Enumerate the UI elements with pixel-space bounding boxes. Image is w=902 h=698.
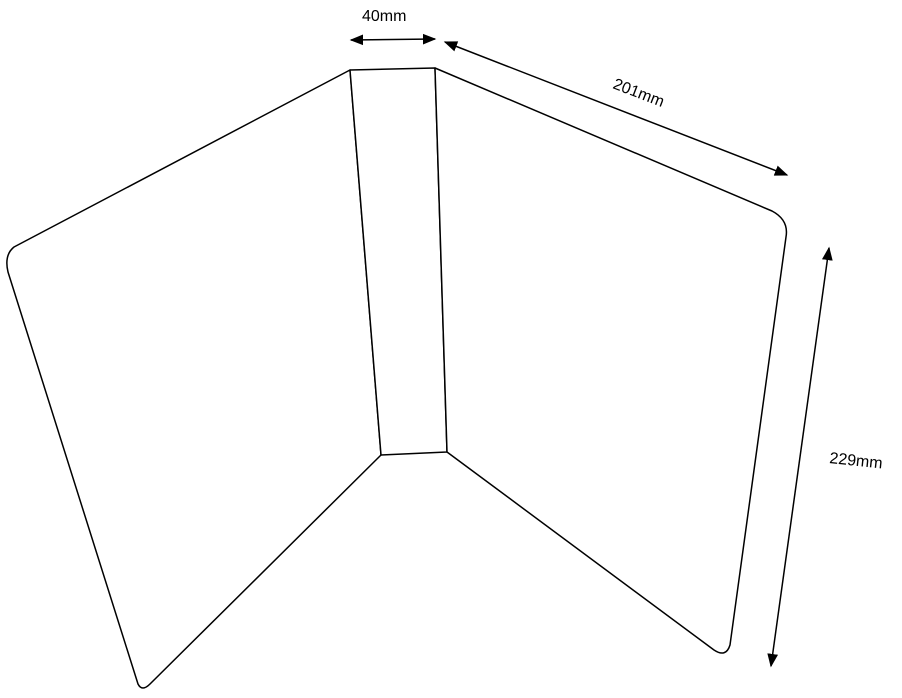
panel-height-arrow [767,246,833,668]
spine-width-label: 40mm [362,8,406,25]
right-panel [434,67,788,654]
panel-width-label: 201mm [611,76,667,111]
panel-height-label: 229mm [829,450,884,472]
panel-width-arrow [443,41,789,176]
spine-width-arrow [349,33,437,46]
left-panel [6,69,382,689]
